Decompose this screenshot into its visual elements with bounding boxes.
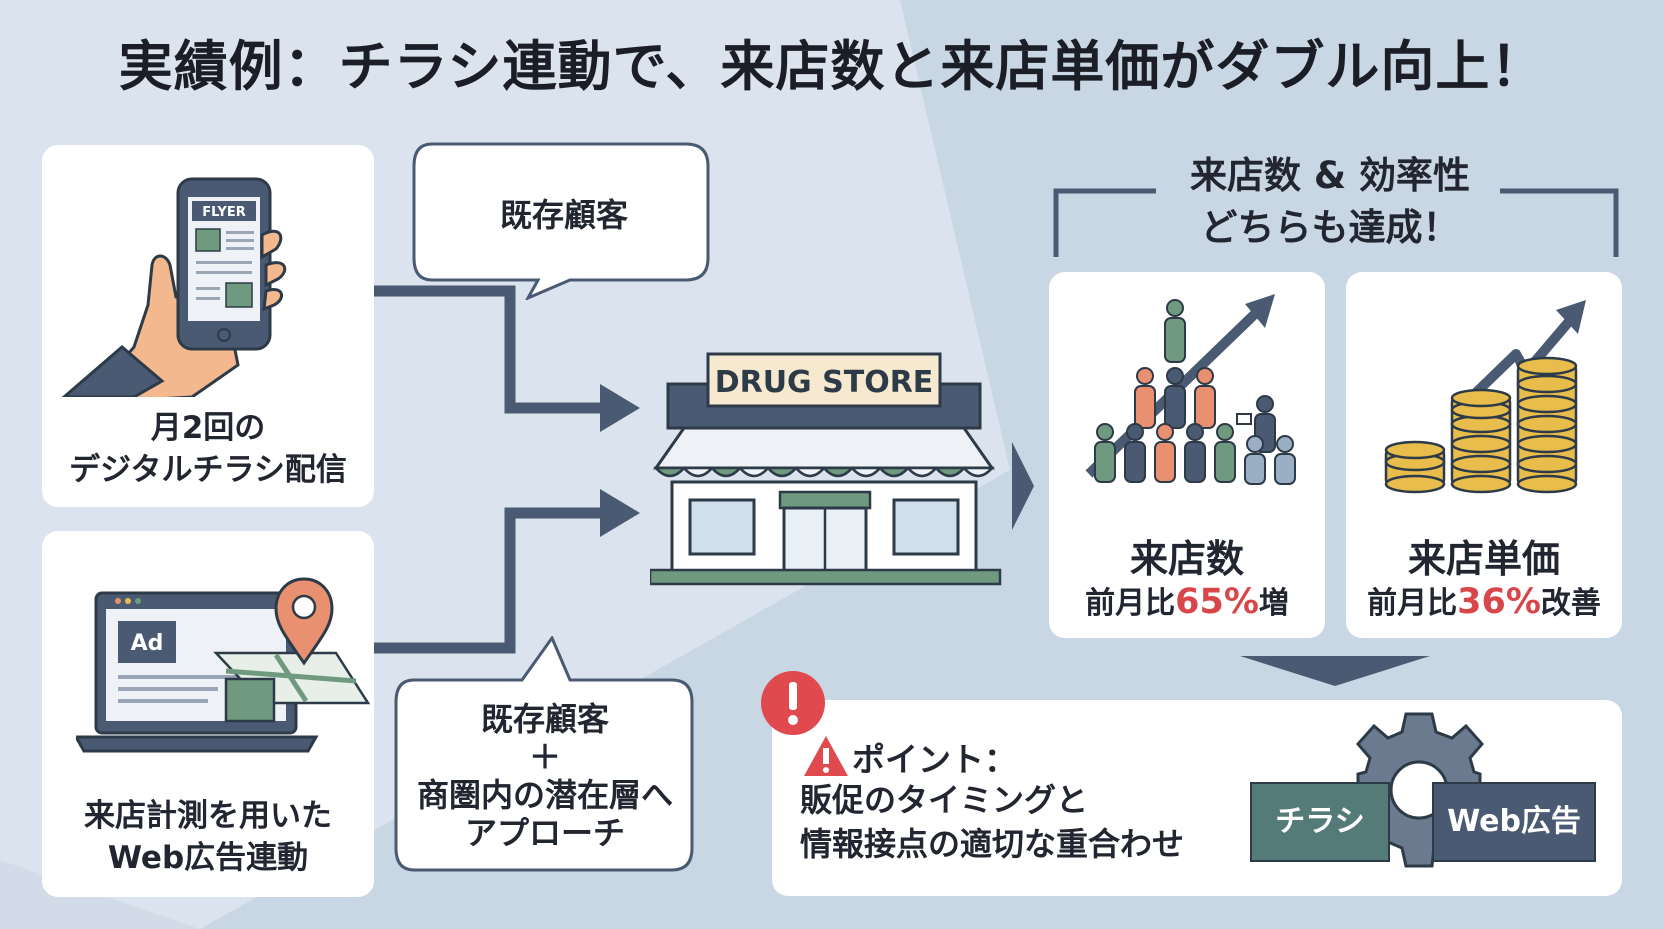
visits-change: 前月比65%増	[1049, 578, 1325, 622]
smartphone-flyer-icon: FLYER	[62, 177, 287, 397]
results-heading-line1: 来店数 & 効率性	[1189, 154, 1471, 197]
map-pin-icon	[274, 577, 334, 666]
coin-stack-icon	[1384, 300, 1586, 494]
tag-flyer: チラシ	[1250, 782, 1390, 862]
results-heading-line2: どちらも達成！	[1200, 206, 1460, 249]
visits-title: 来店数	[1129, 537, 1244, 581]
alert-icon	[761, 671, 825, 735]
drug-store-icon: DRUG STORE	[650, 352, 1002, 586]
store-sign: DRUG STORE	[715, 365, 934, 400]
people-crowd-icon	[1085, 294, 1296, 485]
laptop-ad-icon: Ad	[76, 577, 371, 753]
point-body: 販促のタイミングと 情報接点の適切な重合わせ	[800, 778, 1184, 866]
web-ad-card: Ad 来店計測を用いた Web広告連動	[42, 531, 374, 897]
unit-price-change: 前月比36%改善	[1346, 578, 1622, 622]
point-title: ポイント：	[852, 740, 1017, 779]
unit-price-title: 来店単価	[1407, 537, 1560, 581]
visits-value: 65%	[1175, 582, 1259, 622]
flyer-card: FLYER 月2回の デジタルチラシ配信	[42, 145, 374, 507]
speech-bubble-bottom	[394, 636, 694, 872]
visits-suffix: 増	[1258, 586, 1289, 621]
unit-price-card: 来店単価 前月比36%改善	[1346, 272, 1622, 638]
web-ad-label-line2: Web広告連動	[107, 840, 309, 876]
visits-card: 来店数 前月比65%増	[1049, 272, 1325, 638]
speech-bubble-top	[412, 142, 710, 300]
unit-price-value: 36%	[1457, 582, 1541, 622]
flyer-label-line1: 月2回の	[150, 410, 266, 446]
flyer-label-line2: デジタルチラシ配信	[69, 452, 347, 488]
unit-price-prefix: 前月比	[1367, 586, 1458, 621]
visits-prefix: 前月比	[1085, 586, 1176, 621]
web-ad-label-line1: 来店計測を用いた	[84, 798, 332, 834]
flyer-screen-label: FLYER	[202, 205, 245, 220]
results-heading: 来店数 & 効率性 どちらも達成！	[1100, 150, 1560, 254]
results-bracket	[1053, 188, 1619, 257]
bubble-bottom-line4: アプローチ	[464, 814, 625, 852]
bubble-top-text: 既存顧客	[499, 196, 628, 234]
point-body-line1: 販促のタイミングと	[800, 781, 1089, 819]
tag-web-ad: Web広告	[1432, 782, 1596, 862]
unit-price-suffix: 改善	[1540, 586, 1601, 621]
point-body-line2: 情報接点の適切な重合わせ	[800, 825, 1185, 863]
warning-icon	[804, 736, 848, 776]
bubble-bottom-line2: ＋	[528, 738, 561, 776]
bubble-bottom-line3: 商圏内の潜在層へ	[416, 776, 673, 814]
page-title: 実績例：チラシ連動で、来店数と来店単価がダブル向上！	[118, 35, 1546, 98]
ad-label: Ad	[131, 631, 164, 656]
bubble-bottom-line1: 既存顧客	[480, 700, 609, 738]
